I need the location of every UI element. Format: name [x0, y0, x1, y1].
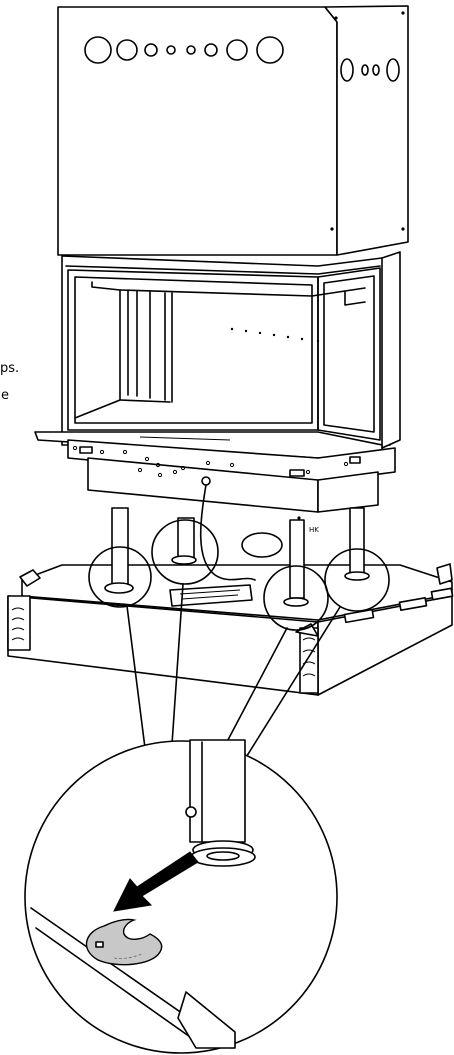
callout-lines [126, 583, 341, 768]
hk-marking: HK [309, 526, 319, 534]
firebox [34, 251, 401, 459]
wood-pallet [7, 563, 454, 696]
shim-washer [86, 918, 163, 966]
removal-arrow [113, 851, 199, 912]
vent-holes-front [84, 36, 284, 64]
fireplace-hood [57, 5, 409, 256]
vent-holes-side [340, 58, 400, 82]
caption-fragment-2: e [1, 388, 9, 403]
base-frame: HK [67, 439, 396, 534]
dotted-guide [230, 327, 320, 343]
foot-highlight-circles [88, 519, 390, 631]
leveling-foot [189, 739, 246, 843]
caption-fragment-1: ps. [0, 361, 19, 376]
leveling-legs [104, 484, 370, 607]
detail-magnifier [24, 739, 338, 1054]
